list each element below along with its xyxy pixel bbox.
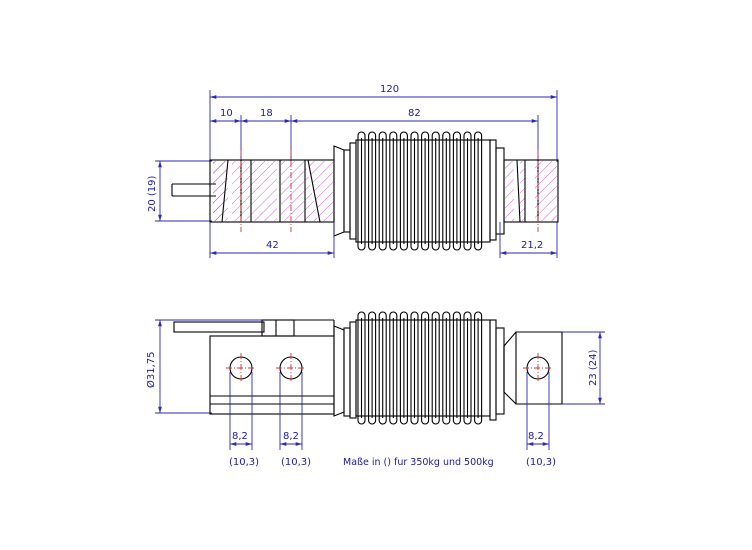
dim-height-label: 20 (19) — [147, 175, 158, 212]
bellows-fin — [463, 311, 472, 425]
bellows-fin — [389, 311, 398, 425]
dim-third-label: 82 — [408, 108, 421, 119]
bellows-fin — [431, 131, 440, 251]
bellows-fin — [357, 311, 366, 425]
bellows-fin — [452, 311, 461, 425]
hole-dimension-2: 8,2 (10,3) — [279, 372, 311, 468]
hole-alt-label: (10,3) — [229, 457, 259, 468]
hole-alt-label: (10,3) — [526, 457, 556, 468]
hole-dim-label: 8,2 — [528, 431, 544, 442]
hole-dim-label: 8,2 — [232, 431, 248, 442]
dim-right-block-label: 21,2 — [521, 240, 543, 251]
hole-alt-label: (10,3) — [281, 457, 311, 468]
bellows-fin — [421, 131, 430, 251]
front-view: Ø31,75 — [145, 311, 605, 468]
bellows-fin — [378, 131, 387, 251]
left-mounting-block — [209, 150, 335, 232]
bellows-top — [355, 131, 491, 251]
bellows-fin — [368, 131, 377, 251]
dimension-note: Maße in () fur 350kg und 500kg — [343, 457, 494, 468]
bellows-fin — [368, 311, 377, 425]
dim-first-label: 10 — [220, 108, 233, 119]
bellows-fin — [431, 311, 440, 425]
bellows-fin — [442, 131, 451, 251]
right-flange — [489, 139, 505, 241]
bellows-fin — [378, 311, 387, 425]
right-flange-front — [489, 319, 505, 421]
bellows-fin — [399, 131, 408, 251]
bellows-front — [355, 311, 491, 425]
bellows-fin — [474, 311, 483, 425]
left-flange — [333, 142, 357, 240]
bellows-fin — [399, 311, 408, 425]
left-block-front — [209, 319, 335, 415]
bellows-fin — [389, 131, 398, 251]
hole-dim-label: 8,2 — [283, 431, 299, 442]
dim-overall-label: 120 — [380, 84, 399, 95]
dim-height-right-label: 23 (24) — [588, 349, 599, 386]
bellows-fin — [452, 131, 461, 251]
dim-left-block-label: 42 — [266, 240, 279, 251]
right-mounting-block — [503, 150, 559, 232]
hole-dimension-3: 8,2 (10,3) — [526, 372, 556, 468]
bellows-fin — [474, 131, 483, 251]
dim-second-label: 18 — [260, 108, 273, 119]
bellows-fin — [357, 131, 366, 251]
bellows-fin — [463, 131, 472, 251]
bellows-fin — [410, 311, 419, 425]
hole-dimension-1: 8,2 (10,3) — [229, 372, 259, 468]
bellows-fin — [442, 311, 451, 425]
cable — [171, 183, 216, 197]
dim-height-left-label: Ø31,75 — [145, 352, 157, 389]
bellows-fin — [421, 311, 430, 425]
left-flange-front — [333, 321, 357, 419]
bellows-fin — [410, 131, 419, 251]
right-block-front — [503, 331, 563, 405]
cable-front — [173, 319, 295, 337]
top-view: 120 10 18 82 20 (19) — [147, 84, 559, 258]
